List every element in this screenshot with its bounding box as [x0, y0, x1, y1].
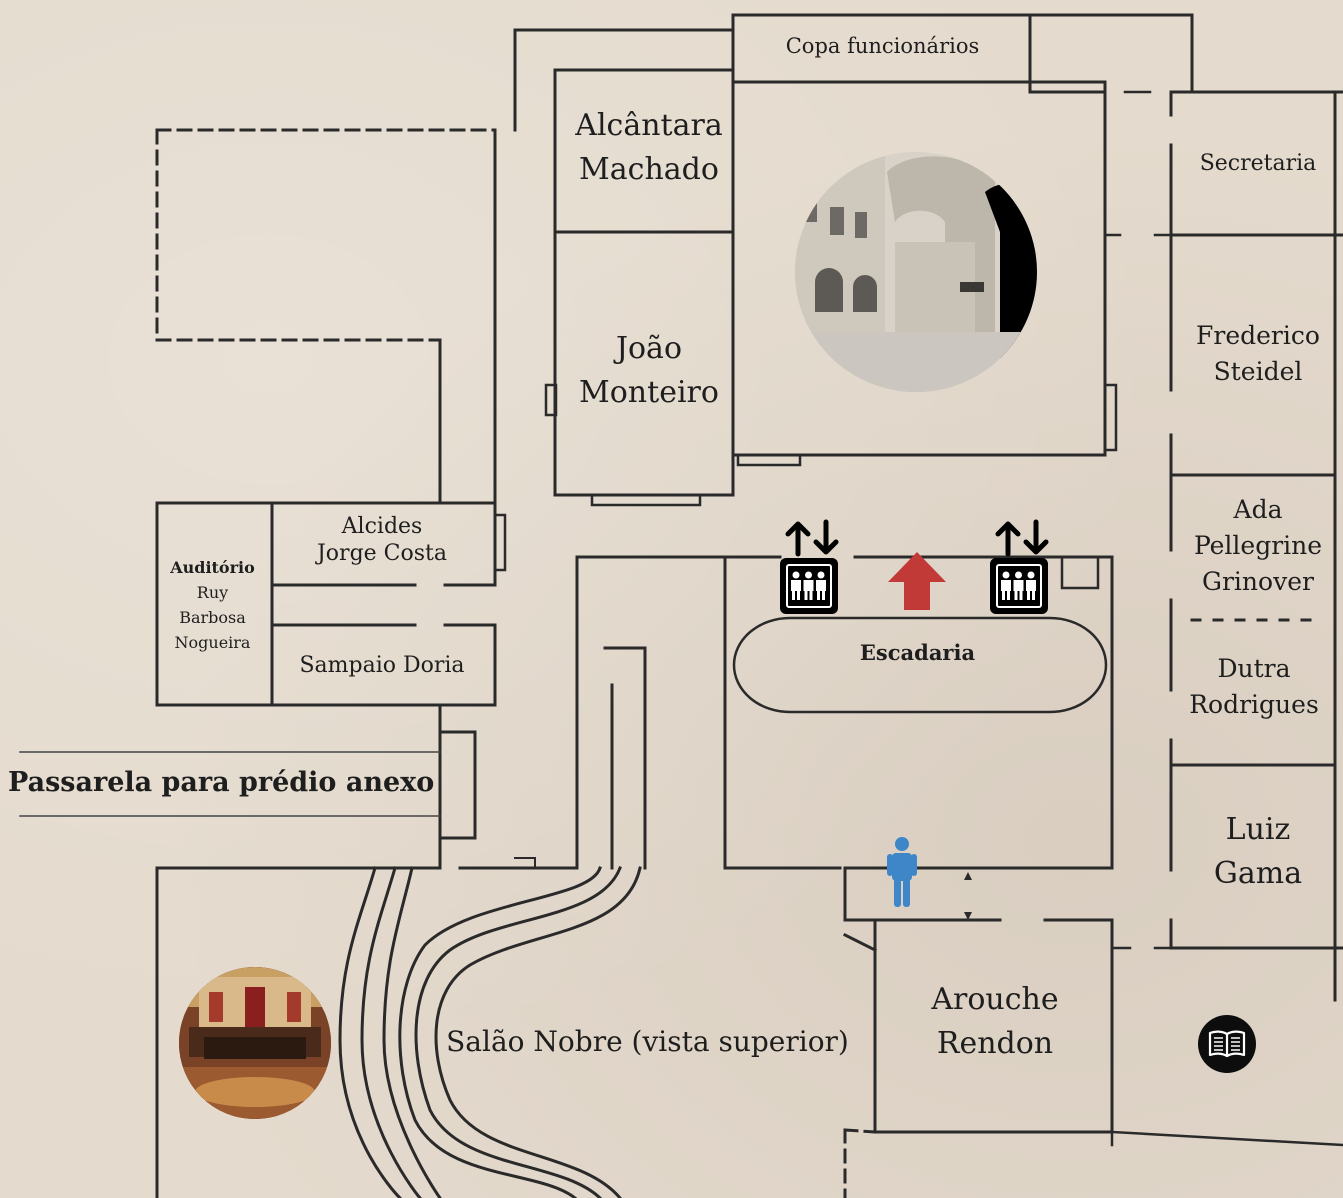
- curved-walls: [338, 866, 642, 1198]
- room-joao-line2: Monteiro: [579, 375, 719, 410]
- passarela-label[interactable]: Passarela para prédio anexo: [8, 767, 435, 798]
- room-arouche-rendon[interactable]: Arouche Rendon: [900, 978, 1090, 1066]
- salao-nobre-label[interactable]: Salão Nobre (vista superior): [446, 1025, 849, 1058]
- person-icon[interactable]: [885, 836, 919, 908]
- room-arouche-line2: Rendon: [936, 1026, 1054, 1061]
- room-arouche-line1: Arouche: [931, 982, 1059, 1017]
- elevator-left[interactable]: [780, 518, 844, 616]
- room-dutra-rodrigues[interactable]: Dutra Rodrigues: [1176, 651, 1332, 723]
- courtyard-photo[interactable]: [795, 152, 1037, 392]
- room-frederico-steidel[interactable]: Frederico Steidel: [1180, 318, 1336, 390]
- room-copa-label: Copa funcionários: [785, 34, 980, 58]
- wall-courtyard: [731, 80, 1107, 457]
- room-joao-monteiro[interactable]: João Monteiro: [557, 327, 741, 415]
- salao-nobre-photo[interactable]: [179, 967, 331, 1119]
- up-arrow-icon[interactable]: [886, 550, 948, 612]
- people-icon: [1001, 571, 1036, 600]
- people-icon: [791, 571, 826, 600]
- room-luiz-line2: Gama: [1213, 856, 1303, 891]
- wall-arouche: [842, 918, 1114, 1134]
- room-joao-line1: João: [615, 331, 683, 366]
- auditorio-name-line3: Nogueira: [174, 633, 251, 652]
- escadaria-label[interactable]: Escadaria: [859, 640, 976, 665]
- wall-alcantara: [553, 68, 735, 497]
- room-frederico-line2: Steidel: [1213, 357, 1303, 386]
- room-alcantara-machado[interactable]: Alcântara Machado: [557, 104, 741, 192]
- wall-stair-hall: [575, 555, 1114, 870]
- room-frederico-line1: Frederico: [1196, 321, 1320, 350]
- room-alcides-line2: Jorge Costa: [316, 541, 447, 566]
- room-secretaria[interactable]: Secretaria: [1199, 151, 1317, 176]
- elevator-right[interactable]: [990, 518, 1054, 616]
- room-alcantara-line2: Machado: [579, 152, 719, 187]
- auditorio-title: Auditório: [170, 558, 255, 577]
- book-glyph: [1208, 1030, 1246, 1058]
- room-ada-line1: Ada: [1233, 495, 1283, 524]
- wall-auditorio: [155, 501, 497, 707]
- up-down-arrows-icon: [995, 519, 1049, 557]
- room-alcantara-line1: Alcântara: [575, 108, 723, 143]
- room-luiz-line1: Luiz: [1225, 812, 1291, 847]
- room-sampaio-doria[interactable]: Sampaio Doria: [299, 653, 465, 678]
- stair-outline: [732, 616, 1108, 714]
- room-ada-pellegrine-grinover[interactable]: Ada Pellegrine Grinover: [1180, 492, 1336, 600]
- room-ada-line2: Pellegrine: [1193, 531, 1323, 560]
- room-auditorio[interactable]: Auditório Ruy Barbosa Nogueira: [160, 555, 265, 655]
- room-luiz-gama[interactable]: Luiz Gama: [1180, 808, 1336, 896]
- room-alcides-line1: Alcides: [341, 514, 423, 539]
- auditorio-name-line1: Ruy: [196, 583, 229, 602]
- courtyard-illustration: [795, 152, 1037, 392]
- room-alcides-jorge-costa[interactable]: Alcides Jorge Costa: [282, 513, 482, 567]
- auditorio-name-line2: Barbosa: [179, 608, 246, 627]
- room-dutra-line2: Rodrigues: [1189, 690, 1319, 719]
- room-ada-line3: Grinover: [1202, 567, 1314, 596]
- salao-illustration: [179, 967, 331, 1119]
- dashed-outline-annex: [155, 128, 497, 342]
- up-down-arrows-icon: [785, 519, 839, 557]
- elevator-icon: [990, 558, 1048, 614]
- book-icon[interactable]: [1198, 1015, 1256, 1073]
- elevator-icon: [780, 558, 838, 614]
- room-dutra-line1: Dutra: [1217, 654, 1291, 683]
- wall-passarela: [438, 703, 477, 870]
